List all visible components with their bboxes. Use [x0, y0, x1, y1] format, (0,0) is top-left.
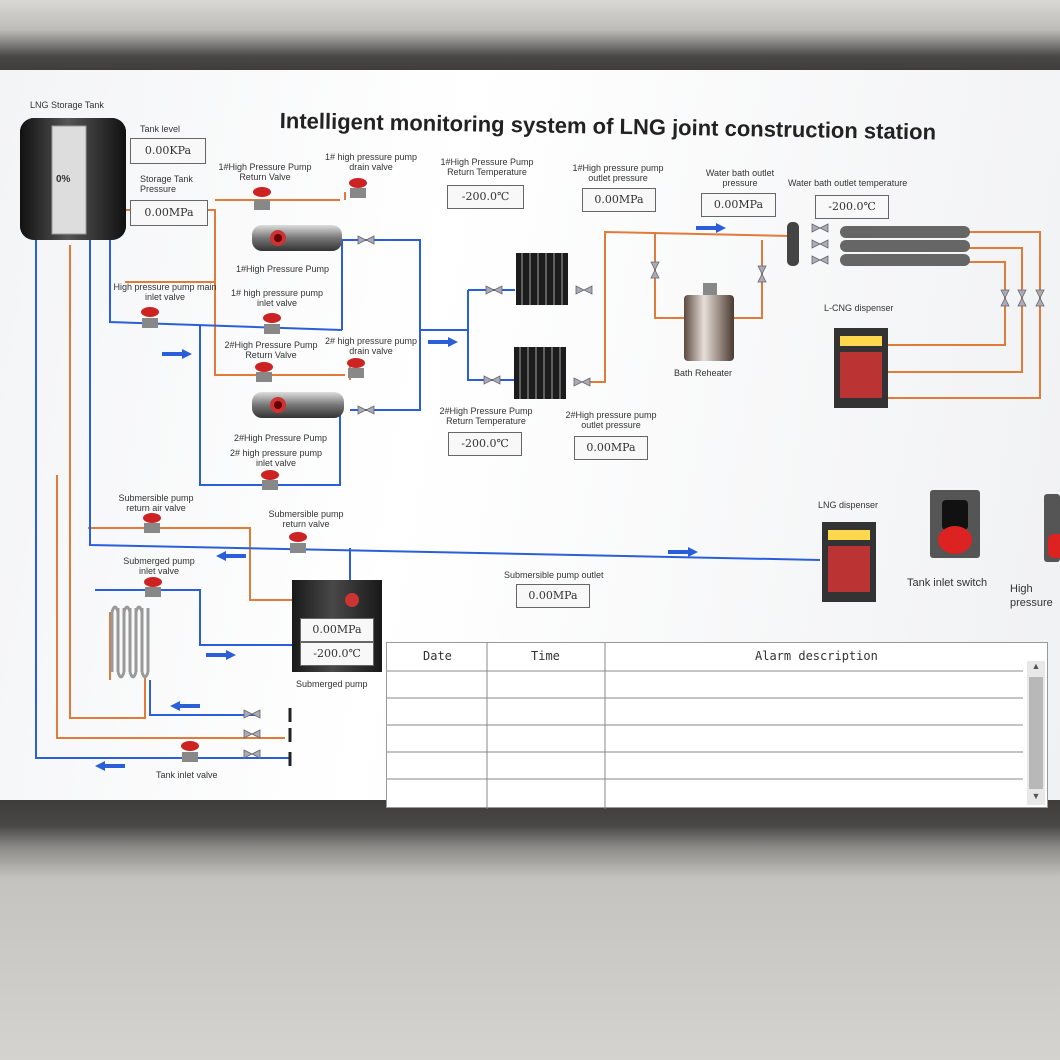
pump1-drain-valve-label: 1# high pressure pump drain valve: [324, 152, 418, 172]
pump-2-graphic: [252, 392, 344, 418]
tank-level-label: Tank level: [140, 124, 181, 134]
storage-cylinders: [787, 222, 970, 266]
main-inlet-switch[interactable]: [1044, 494, 1060, 562]
pump2-return-valve-label: 2#High Pressure Pump Return Valve: [224, 340, 318, 360]
sub-outlet-label: Submersible pump outlet: [504, 570, 604, 580]
water-bath-outlet-temp-value: -200.0℃: [815, 195, 889, 219]
pump2-return-temp-label: 2#High Pressure Pump Return Temperature: [439, 406, 533, 426]
tank-inlet-switch-label: Tank inlet switch: [907, 577, 988, 589]
lng-dispenser-graphic: [822, 522, 876, 602]
bath-reheater-label: Bath Reheater: [674, 368, 733, 378]
main-inlet-switch-label: High pressure pump main inlet: [1010, 583, 1053, 609]
water-bath-outlet-pressure-value: 0.00MPa: [701, 193, 776, 217]
vaporizer-2: [514, 347, 566, 399]
pump1-inlet-valve-label: 1# high pressure pump inlet valve: [230, 288, 324, 308]
pump1-outlet-pressure-label: 1#High pressure pump outlet pressure: [572, 163, 664, 183]
switch-lever-icon: [942, 500, 968, 530]
manual-valves: [243, 223, 1045, 759]
monitor-bezel-bottom: [0, 800, 1060, 1060]
pump2-label: 2#High Pressure Pump: [234, 433, 328, 443]
coil-vaporizer: [110, 605, 150, 679]
pump1-return-valve-label: 1#High Pressure Pump Return Valve: [218, 162, 312, 182]
return-pipes: [56, 192, 1041, 739]
lcng-dispenser-label: L-CNG dispenser: [824, 303, 894, 313]
scroll-up-icon[interactable]: ▲: [1031, 661, 1041, 671]
alarm-table: Date Time Alarm description ▲ ▼: [386, 642, 1048, 809]
vaporizer-1: [516, 253, 568, 305]
tank-inlet-switch[interactable]: [930, 490, 980, 558]
sub-pump-temp-value: -200.0℃: [300, 642, 374, 666]
monitor-bezel-top: [0, 0, 1060, 75]
pump-1-graphic: [252, 225, 342, 251]
pump1-outlet-pressure-value: 0.00MPa: [582, 188, 656, 212]
pump2-drain-valve-label: 2# high pressure pump drain valve: [324, 336, 418, 356]
pump2-inlet-valve-label: 2# high pressure pump inlet valve: [229, 448, 323, 468]
column-header-time[interactable]: Time: [531, 649, 560, 663]
column-header-date[interactable]: Date: [423, 649, 452, 663]
sub-return-air-valve-label: Submersible pump return air valve: [118, 493, 194, 513]
tank-pressure-label: Storage Tank Pressure: [140, 174, 193, 194]
pump1-return-temp-value: -200.0℃: [447, 185, 524, 209]
sub-return-valve-label: Submersible pump return valve: [268, 509, 344, 529]
tank-level-value: 0.00KPa: [130, 138, 206, 164]
main-inlet-valve-label: High pressure pump main inlet valve: [113, 282, 217, 302]
pump2-outlet-pressure-label: 2#High pressure pump outlet pressure: [565, 410, 657, 430]
tank-level-percent: 0%: [56, 174, 71, 185]
sub-inlet-valve-label: Submerged pump inlet valve: [123, 556, 195, 576]
tank-name: LNG Storage Tank: [30, 100, 104, 110]
pump1-return-temp-label: 1#High Pressure Pump Return Temperature: [440, 157, 534, 177]
flow-arrows: [95, 223, 726, 771]
pump1-label: 1#High Pressure Pump: [236, 264, 330, 274]
scroll-down-icon[interactable]: ▼: [1031, 791, 1041, 801]
pump2-return-temp-value: -200.0℃: [448, 432, 522, 456]
sub-pump-pressure-value: 0.00MPa: [300, 618, 374, 642]
lng-dispenser-label: LNG dispenser: [818, 500, 879, 510]
lng-storage-tank: [20, 118, 126, 240]
scroll-thumb[interactable]: [1029, 677, 1043, 789]
pump2-outlet-pressure-value: 0.00MPa: [574, 436, 648, 460]
bath-reheater-graphic: [684, 283, 734, 361]
lcng-dispenser-graphic: [834, 328, 888, 408]
tank-pressure-value: 0.00MPa: [130, 200, 208, 226]
tank-inlet-valve-label: Tank inlet valve: [156, 770, 218, 780]
sub-pump-label: Submerged pump: [296, 679, 368, 689]
sub-outlet-value: 0.00MPa: [516, 584, 590, 608]
control-valves: [141, 178, 367, 762]
switch-knob-icon: [1048, 534, 1060, 558]
column-header-alarm[interactable]: Alarm description: [755, 649, 878, 663]
switch-knob-icon: [938, 526, 972, 554]
water-bath-outlet-temp-label: Water bath outlet temperature: [788, 178, 908, 188]
lng-pipes: [35, 239, 821, 759]
alarm-scrollbar[interactable]: ▲ ▼: [1027, 661, 1045, 805]
alarm-grid: [387, 643, 1023, 809]
water-bath-outlet-pressure-label: Water bath outlet pressure: [705, 168, 775, 188]
